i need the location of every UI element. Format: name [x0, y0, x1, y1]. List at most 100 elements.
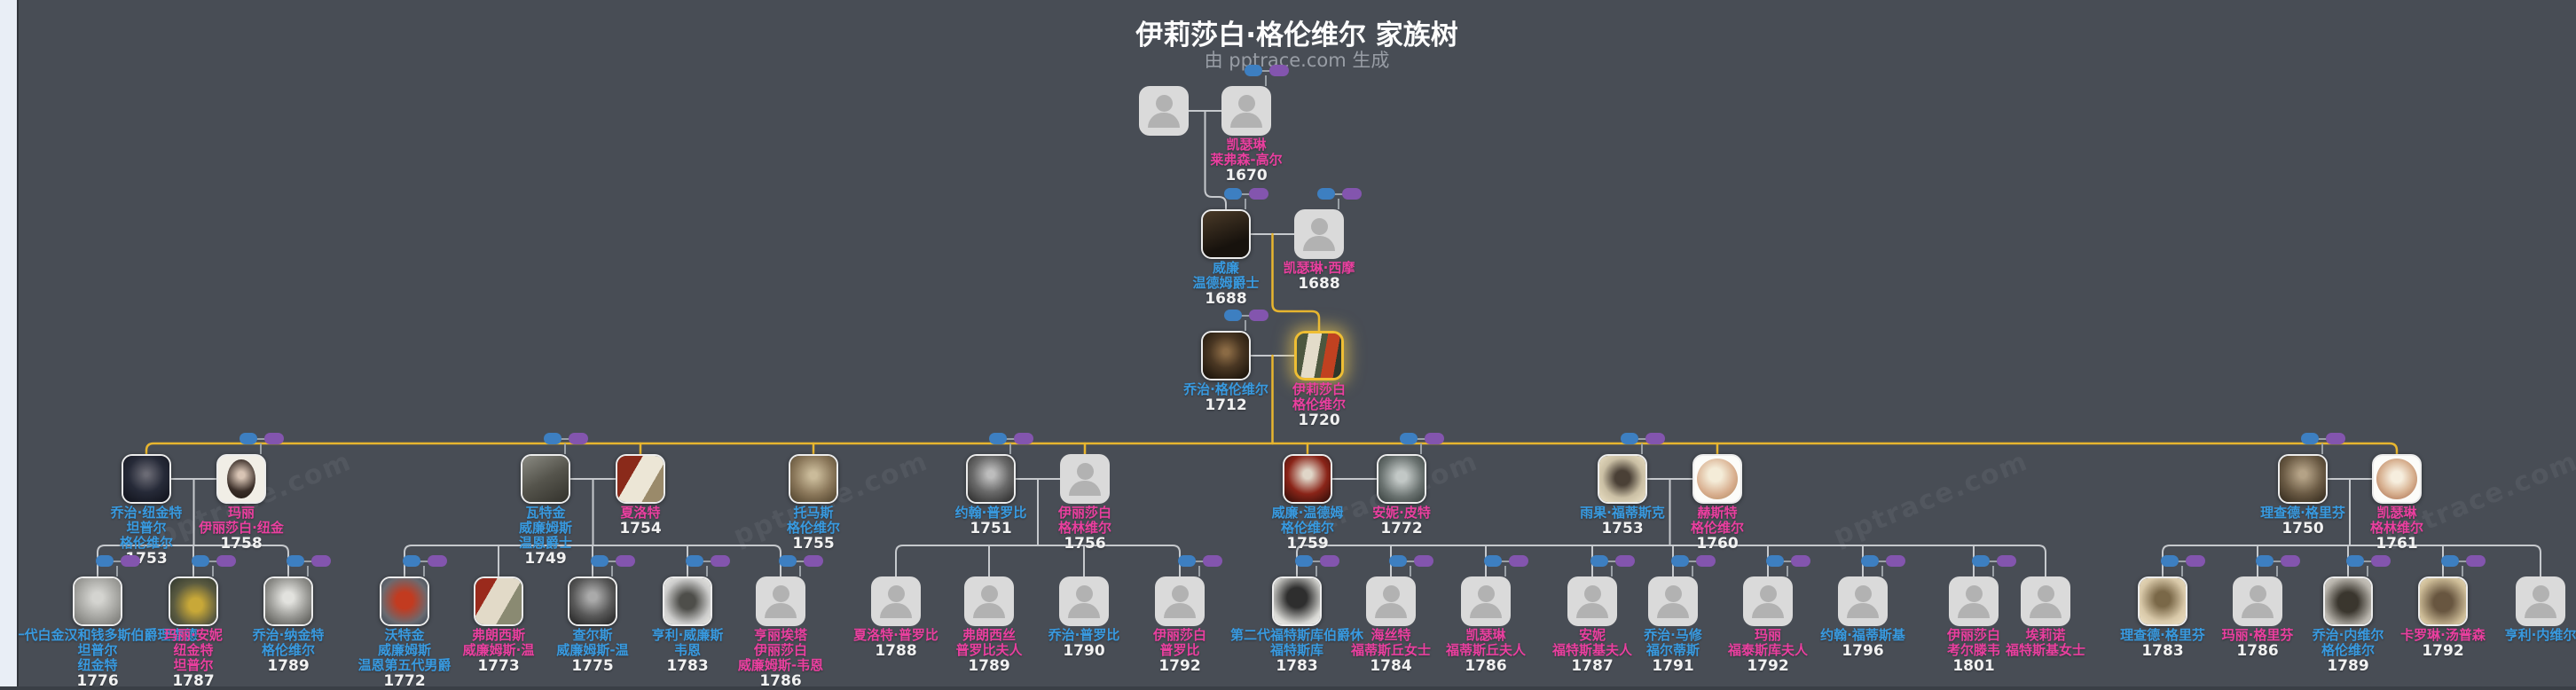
expand-blue-button[interactable] — [1224, 310, 1242, 321]
person-portrait[interactable] — [122, 454, 171, 504]
expand-purple-button[interactable] — [711, 555, 730, 567]
expand-purple-button[interactable] — [1645, 433, 1665, 444]
expand-purple-button[interactable] — [1791, 555, 1810, 567]
expand-purple-button[interactable] — [216, 555, 236, 567]
expand-purple-button[interactable] — [1997, 555, 2016, 567]
expand-blue-button[interactable] — [2441, 555, 2459, 567]
expand-blue-button[interactable] — [1389, 555, 1407, 567]
expand-purple-button[interactable] — [2281, 555, 2300, 567]
expand-blue-button[interactable] — [2161, 555, 2179, 567]
person-avatar-placeholder[interactable] — [1221, 86, 1271, 136]
expand-blue-button[interactable] — [2301, 433, 2319, 444]
person-avatar-placeholder[interactable] — [1567, 576, 1617, 626]
expand-blue-button[interactable] — [591, 555, 609, 567]
person-portrait[interactable] — [1692, 454, 1742, 504]
expand-blue-button[interactable] — [287, 555, 304, 567]
person-portrait[interactable] — [1598, 454, 1647, 504]
person-portrait[interactable] — [568, 576, 617, 626]
person-portrait[interactable] — [216, 454, 266, 504]
expand-purple-button[interactable] — [428, 555, 447, 567]
expand-blue-button[interactable] — [1178, 555, 1196, 567]
person-portrait[interactable] — [1294, 331, 1344, 380]
expand-purple-button[interactable] — [1615, 555, 1635, 567]
expand-blue-button[interactable] — [96, 555, 114, 567]
person-portrait[interactable] — [521, 454, 570, 504]
person-avatar-placeholder[interactable] — [1139, 86, 1189, 136]
expand-purple-button[interactable] — [1425, 433, 1444, 444]
expand-purple-button[interactable] — [1320, 555, 1339, 567]
expand-blue-button[interactable] — [1484, 555, 1502, 567]
expand-purple-button[interactable] — [311, 555, 331, 567]
expand-blue-button[interactable] — [1972, 555, 1990, 567]
expand-blue-button[interactable] — [2346, 555, 2364, 567]
person-portrait[interactable] — [73, 576, 122, 626]
person-avatar-placeholder[interactable] — [756, 576, 805, 626]
expand-blue-button[interactable] — [1224, 188, 1242, 200]
expand-blue-button[interactable] — [779, 555, 797, 567]
expand-purple-button[interactable] — [1414, 555, 1433, 567]
expand-purple-button[interactable] — [1203, 555, 1222, 567]
expand-purple-button[interactable] — [2466, 555, 2486, 567]
expand-purple-button[interactable] — [1886, 555, 1905, 567]
expand-purple-button[interactable] — [264, 433, 284, 444]
person-portrait[interactable] — [474, 576, 523, 626]
expand-purple-button[interactable] — [2371, 555, 2391, 567]
person-portrait[interactable] — [169, 576, 218, 626]
expand-purple-button[interactable] — [2326, 433, 2345, 444]
expand-purple-button[interactable] — [1696, 555, 1716, 567]
expand-purple-button[interactable] — [1509, 555, 1528, 567]
person-portrait[interactable] — [789, 454, 838, 504]
expand-blue-button[interactable] — [989, 433, 1007, 444]
person-avatar-placeholder[interactable] — [1059, 576, 1109, 626]
person-avatar-placeholder[interactable] — [1838, 576, 1888, 626]
expand-blue-button[interactable] — [2256, 555, 2274, 567]
person-avatar-placeholder[interactable] — [1366, 576, 1416, 626]
person-portrait[interactable] — [966, 454, 1016, 504]
expand-purple-button[interactable] — [569, 433, 588, 444]
person-portrait[interactable] — [2278, 454, 2328, 504]
expand-purple-button[interactable] — [1014, 433, 1033, 444]
person-portrait[interactable] — [663, 576, 712, 626]
person-portrait[interactable] — [2418, 576, 2468, 626]
person-portrait[interactable] — [1283, 454, 1332, 504]
person-avatar-placeholder[interactable] — [871, 576, 921, 626]
expand-blue-button[interactable] — [1317, 188, 1335, 200]
person-portrait[interactable] — [616, 454, 665, 504]
expand-blue-button[interactable] — [192, 555, 209, 567]
expand-purple-button[interactable] — [2186, 555, 2205, 567]
expand-blue-button[interactable] — [1766, 555, 1784, 567]
expand-blue-button[interactable] — [1400, 433, 1418, 444]
person-portrait[interactable] — [263, 576, 313, 626]
person-avatar-placeholder[interactable] — [964, 576, 1014, 626]
expand-blue-button[interactable] — [240, 433, 257, 444]
person-portrait[interactable] — [2372, 454, 2422, 504]
person-portrait[interactable] — [1201, 331, 1251, 380]
person-avatar-placeholder[interactable] — [1060, 454, 1110, 504]
expand-purple-button[interactable] — [121, 555, 140, 567]
expand-purple-button[interactable] — [1342, 188, 1362, 200]
person-avatar-placeholder[interactable] — [1461, 576, 1511, 626]
expand-blue-button[interactable] — [544, 433, 562, 444]
expand-blue-button[interactable] — [1590, 555, 1608, 567]
expand-purple-button[interactable] — [1249, 310, 1268, 321]
person-avatar-placeholder[interactable] — [2516, 576, 2565, 626]
person-avatar-placeholder[interactable] — [2233, 576, 2282, 626]
expand-blue-button[interactable] — [1861, 555, 1879, 567]
person-portrait[interactable] — [1272, 576, 1322, 626]
expand-blue-button[interactable] — [1671, 555, 1689, 567]
expand-blue-button[interactable] — [1245, 65, 1262, 76]
expand-blue-button[interactable] — [403, 555, 420, 567]
expand-purple-button[interactable] — [1269, 65, 1289, 76]
person-avatar-placeholder[interactable] — [1155, 576, 1205, 626]
expand-blue-button[interactable] — [686, 555, 703, 567]
expand-purple-button[interactable] — [804, 555, 823, 567]
expand-blue-button[interactable] — [1621, 433, 1638, 444]
expand-blue-button[interactable] — [1295, 555, 1313, 567]
person-portrait[interactable] — [2138, 576, 2187, 626]
expand-purple-button[interactable] — [1249, 188, 1268, 200]
person-avatar-placeholder[interactable] — [1949, 576, 1999, 626]
expand-purple-button[interactable] — [616, 555, 635, 567]
person-avatar-placeholder[interactable] — [1648, 576, 1698, 626]
person-portrait[interactable] — [1377, 454, 1426, 504]
person-portrait[interactable] — [2323, 576, 2373, 626]
